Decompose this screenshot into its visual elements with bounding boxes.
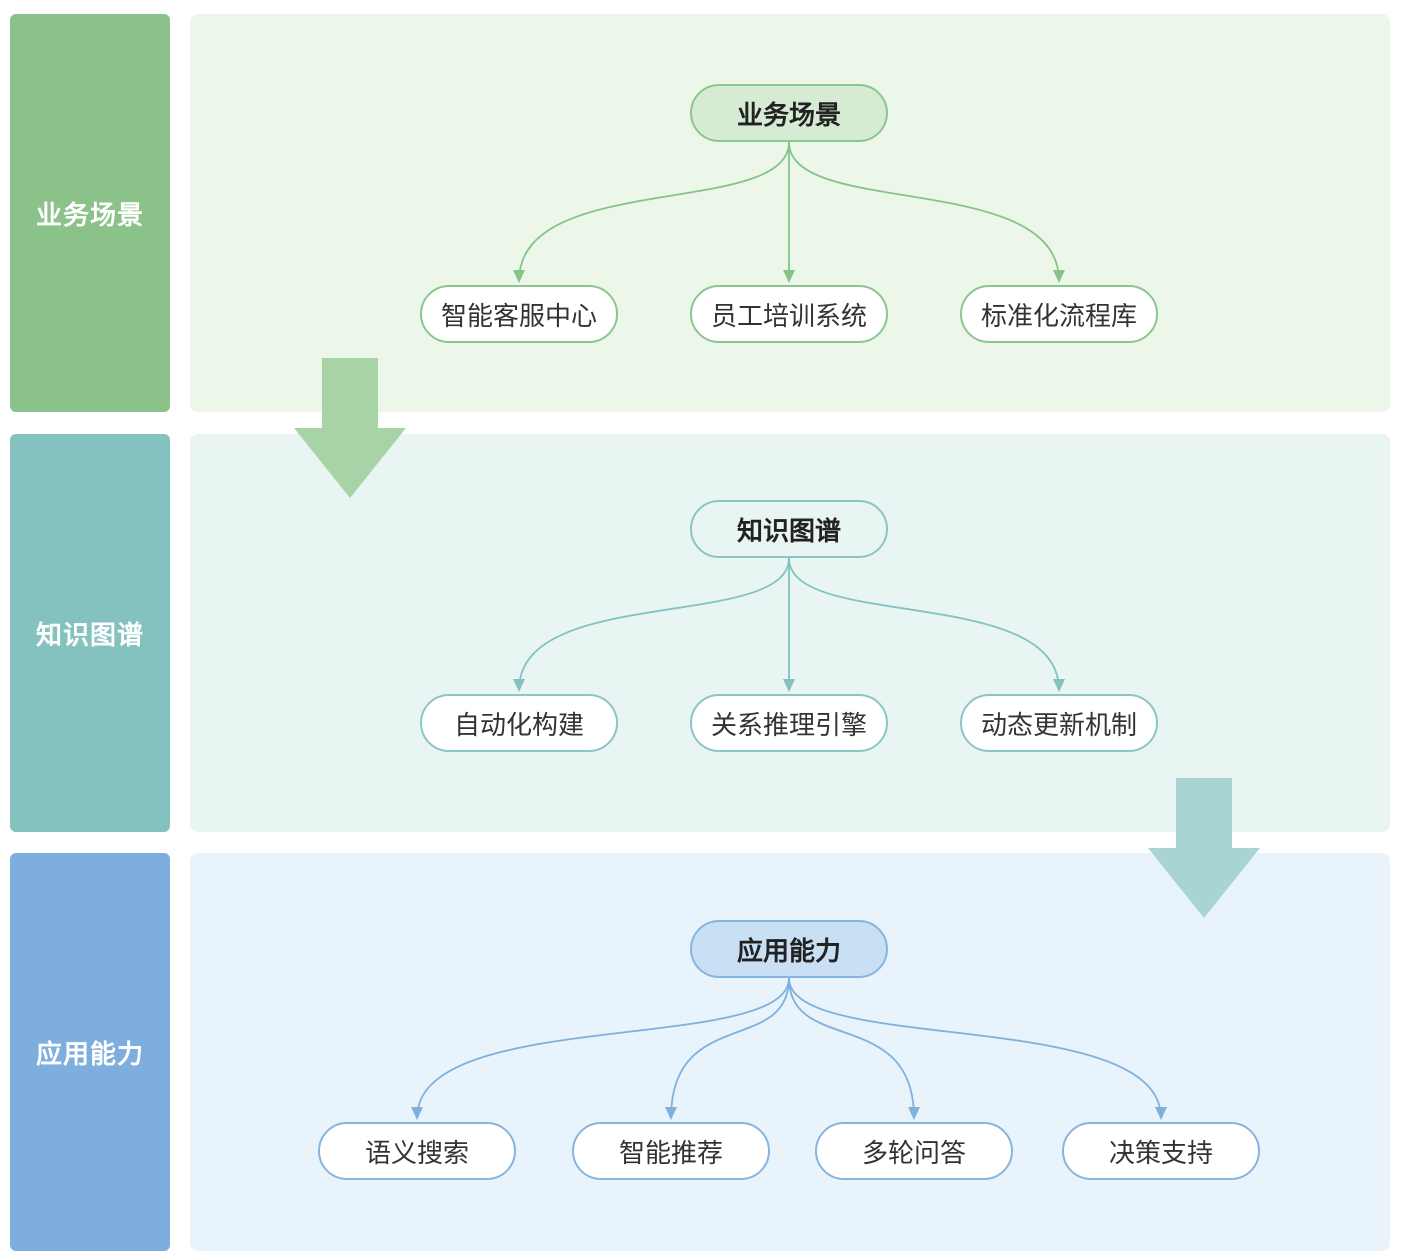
- connector-arrowhead: [1053, 679, 1065, 692]
- connector-arrowhead: [513, 679, 525, 692]
- connector-line: [518, 557, 790, 691]
- connector-line: [416, 977, 790, 1119]
- connector-arrowhead: [783, 270, 795, 283]
- connector-line: [788, 977, 1162, 1119]
- flow-arrow-shape: [1148, 778, 1260, 918]
- connector-arrowhead: [665, 1107, 677, 1120]
- node-application-root: 应用能力: [690, 920, 888, 978]
- connector-arrowhead: [1155, 1107, 1167, 1120]
- node-application-child: 智能推荐: [572, 1122, 770, 1180]
- node-business-child: 标准化流程库: [960, 285, 1158, 343]
- layer-panel-application: [190, 853, 1390, 1251]
- layer-panel-business: [190, 14, 1390, 412]
- node-knowledge-child: 动态更新机制: [960, 694, 1158, 752]
- connector-line: [788, 977, 915, 1119]
- layer-label-knowledge: 知识图谱: [10, 434, 170, 832]
- layer-label-business: 业务场景: [10, 14, 170, 412]
- layer-label-application: 应用能力: [10, 853, 170, 1251]
- flow-arrow-business-to-knowledge: [294, 358, 406, 498]
- connector-arrowhead: [783, 679, 795, 692]
- connector-arrowhead: [411, 1107, 423, 1120]
- node-application-child: 决策支持: [1062, 1122, 1260, 1180]
- connector-line: [788, 557, 1060, 691]
- connector-line: [788, 141, 1060, 282]
- node-business-root: 业务场景: [690, 84, 888, 142]
- flow-arrow-shape: [294, 358, 406, 498]
- node-knowledge-root: 知识图谱: [690, 500, 888, 558]
- node-business-child: 员工培训系统: [690, 285, 888, 343]
- connector-line: [670, 977, 790, 1119]
- node-application-child: 多轮问答: [815, 1122, 1013, 1180]
- connector-arrowhead: [908, 1107, 920, 1120]
- node-application-child: 语义搜索: [318, 1122, 516, 1180]
- node-business-child: 智能客服中心: [420, 285, 618, 343]
- node-knowledge-child: 关系推理引擎: [690, 694, 888, 752]
- flow-arrow-knowledge-to-application: [1148, 778, 1260, 918]
- connector-arrowhead: [1053, 270, 1065, 283]
- connector-line: [518, 141, 790, 282]
- node-knowledge-child: 自动化构建: [420, 694, 618, 752]
- connector-arrowhead: [513, 270, 525, 283]
